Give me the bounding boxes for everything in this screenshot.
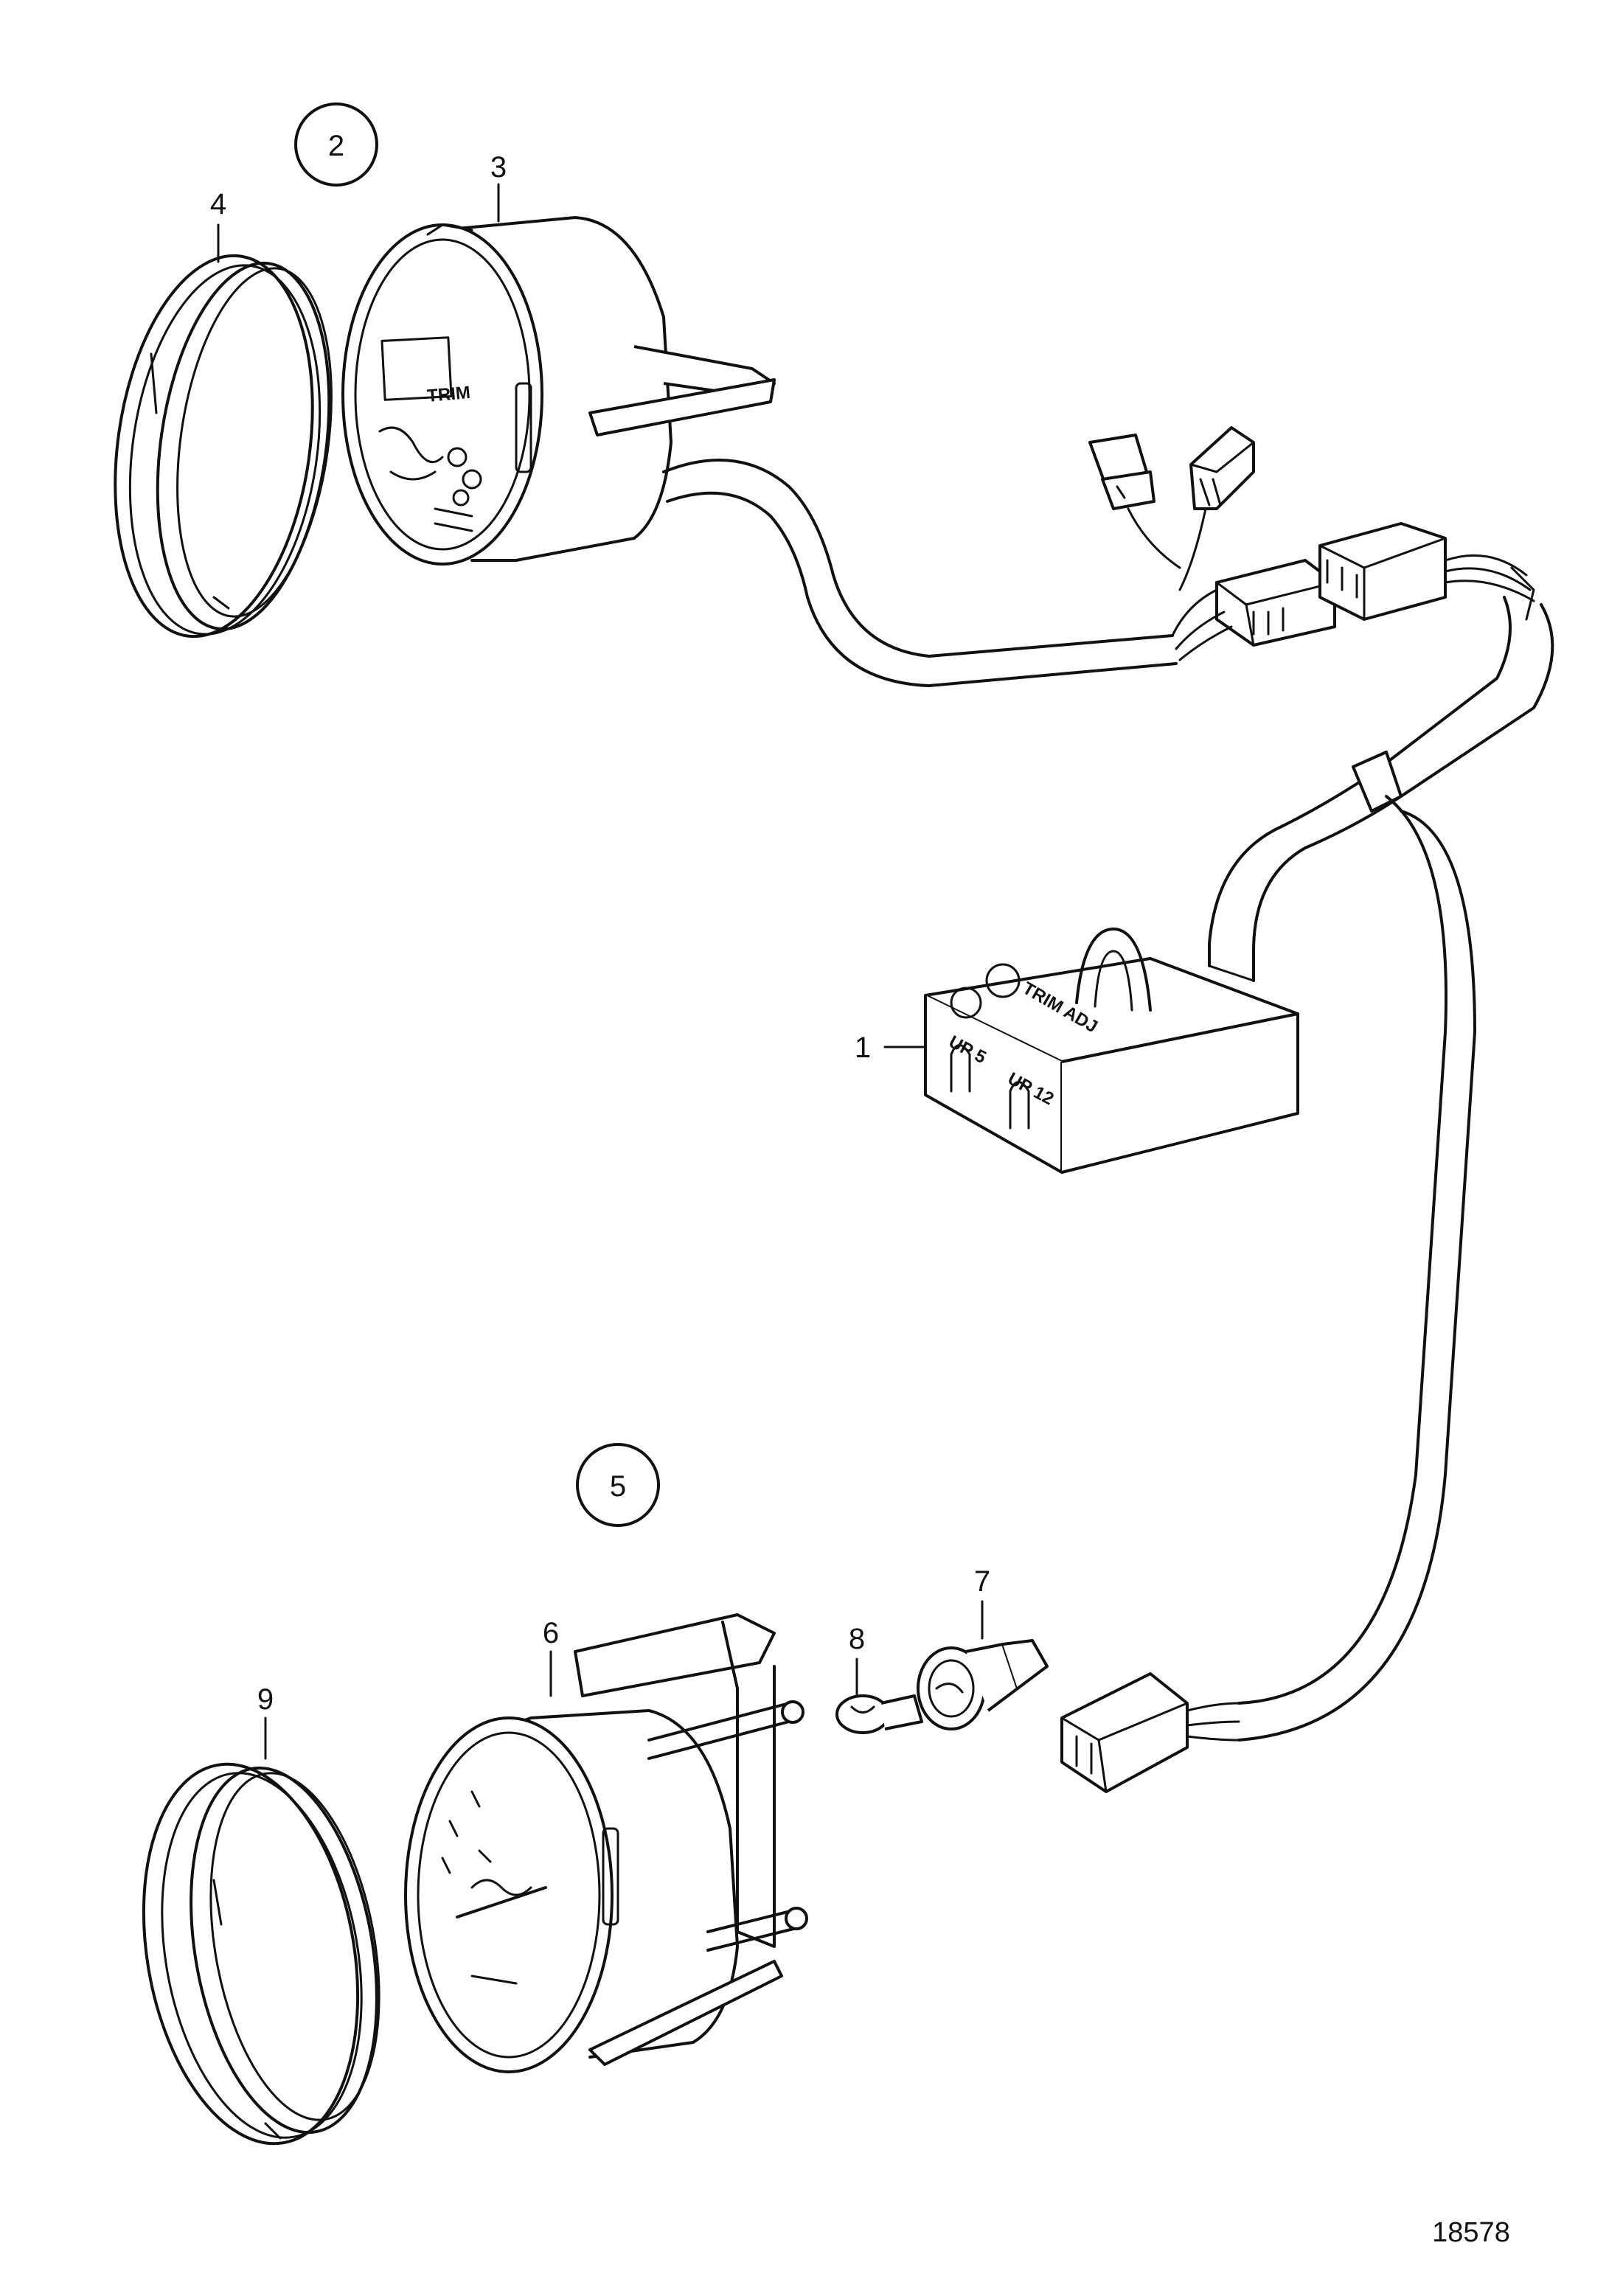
drawing-reference-number: 18578 — [1432, 2217, 1510, 2248]
lamp-connector-plug — [1060, 1672, 1240, 1793]
callout-7-label: 7 — [974, 1565, 990, 1598]
group-callout-5-label: 5 — [610, 1470, 626, 1503]
group-callout-5: 5 — [576, 1443, 660, 1527]
leader-7: 7 — [974, 1565, 990, 1640]
control-box: UP 5 UP 12 TRIM ADJ — [924, 928, 1299, 1174]
group-callout-2-label: 2 — [328, 130, 344, 162]
leader-4: 4 — [210, 188, 226, 263]
leader-9: 9 — [257, 1683, 274, 1760]
harness-connector-small-a — [1088, 434, 1181, 569]
harness-trunk — [1208, 596, 1554, 982]
harness-connector-block-right — [1318, 522, 1447, 621]
group-callout-2: 2 — [294, 102, 378, 187]
callout-9-label: 9 — [257, 1683, 274, 1716]
callout-8-label: 8 — [849, 1623, 865, 1655]
bezel-ring-bottom — [142, 1762, 380, 2146]
harness-branch-down — [1237, 795, 1476, 1742]
harness-connector-small-b — [1178, 426, 1255, 591]
leader-3: 3 — [490, 151, 507, 223]
harness-connector-block-left — [1215, 559, 1336, 647]
bezel-ring-top — [114, 254, 333, 639]
trim-gauge-text: TRIM — [426, 383, 471, 406]
lower-gauge — [404, 1613, 808, 2073]
callout-3-label: 3 — [490, 151, 507, 184]
bulb-holder — [917, 1639, 1049, 1730]
harness-wires — [1171, 554, 1535, 661]
leader-8: 8 — [849, 1623, 865, 1696]
leader-1: 1 — [855, 1032, 925, 1064]
callout-4-label: 4 — [210, 188, 226, 220]
trim-gauge: TRIM — [341, 216, 776, 566]
leader-6: 6 — [543, 1617, 559, 1697]
callout-1-label: 1 — [855, 1032, 871, 1064]
callout-6-label: 6 — [543, 1617, 559, 1649]
gauge-cable-top — [662, 459, 1178, 687]
lamp-bulb — [835, 1694, 923, 1734]
